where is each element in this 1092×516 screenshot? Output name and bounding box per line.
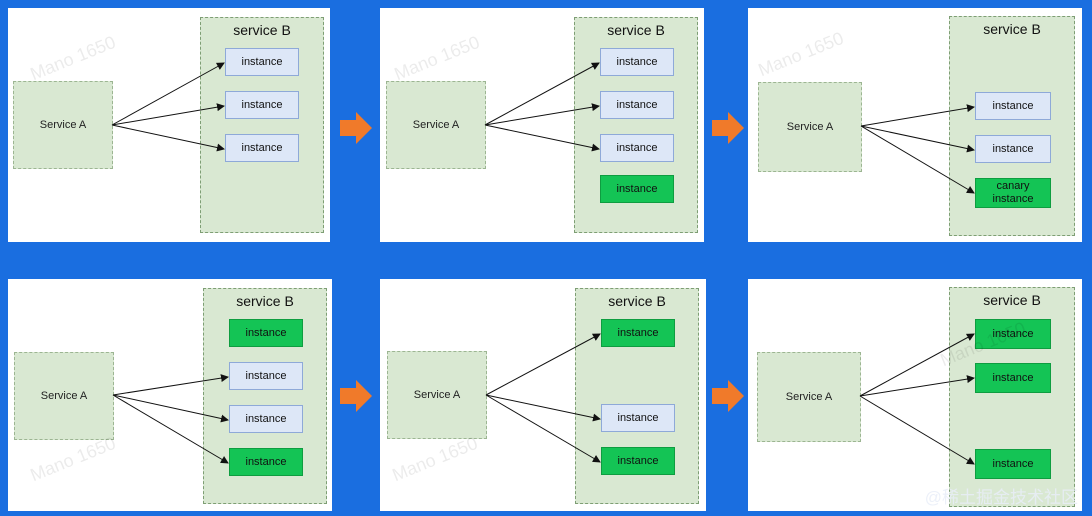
- service-a-label: Service A: [412, 119, 460, 131]
- service-a-box: Service A: [14, 352, 114, 440]
- instance-box: instance: [600, 48, 674, 76]
- new-version-instance-box: instance: [601, 319, 675, 347]
- service-a-label: Service A: [39, 119, 87, 131]
- service-b-title: service B: [983, 21, 1041, 37]
- instance-label: instance: [616, 55, 658, 68]
- instance-label: instance: [992, 457, 1034, 470]
- instance-box: instance: [600, 134, 674, 162]
- new-version-instance-box: instance: [601, 447, 675, 475]
- instance-label: instance: [245, 412, 287, 425]
- instance-label: instance: [617, 454, 659, 467]
- service-b-title: service B: [233, 22, 291, 38]
- step-panel-3: Service A service B instance instance ca…: [748, 8, 1082, 242]
- instance-label: instance: [616, 98, 658, 111]
- instance-label: instance: [245, 455, 287, 468]
- watermark: Mano 1650: [27, 432, 119, 486]
- step-panel-2: Service A service B instance instance in…: [380, 8, 704, 242]
- canary-instance-label: instance: [992, 193, 1034, 205]
- new-version-instance-box: instance: [975, 319, 1051, 349]
- instance-box: instance: [229, 405, 303, 433]
- instance-box: instance: [225, 134, 299, 162]
- step-panel-6: Service A service B instance instance in…: [748, 279, 1082, 511]
- step-panel-5: Service A service B instance instance in…: [380, 279, 706, 511]
- instance-box: instance: [225, 91, 299, 119]
- service-a-box: Service A: [387, 351, 487, 439]
- watermark: Mano 1650: [391, 31, 483, 85]
- service-a-label: Service A: [786, 121, 834, 133]
- new-version-instance-box: instance: [229, 448, 303, 476]
- transition-arrow-icon: [710, 110, 746, 146]
- service-a-label: Service A: [40, 390, 88, 402]
- instance-label: instance: [617, 411, 659, 424]
- new-version-instance-box: instance: [975, 449, 1051, 479]
- instance-label: instance: [616, 141, 658, 154]
- instance-label: instance: [616, 182, 658, 195]
- instance-label: instance: [245, 369, 287, 382]
- service-a-box: Service A: [757, 352, 861, 442]
- instance-label: instance: [992, 327, 1034, 340]
- service-b-title: service B: [983, 292, 1041, 308]
- watermark: Mano 1650: [389, 432, 481, 486]
- instance-label: instance: [241, 141, 283, 154]
- new-version-instance-box: instance: [229, 319, 303, 347]
- instance-box: instance: [600, 91, 674, 119]
- step-panel-1: Service A service B instance instance in…: [8, 8, 330, 242]
- step-panel-4: Service A service B instance instance in…: [8, 279, 332, 511]
- new-version-instance-box: instance: [600, 175, 674, 203]
- instance-box: instance: [601, 404, 675, 432]
- instance-label: instance: [241, 55, 283, 68]
- instance-label: instance: [992, 99, 1034, 112]
- transition-arrow-icon: [710, 378, 746, 414]
- instance-label: instance: [617, 326, 659, 339]
- service-a-box: Service A: [386, 81, 486, 169]
- canary-label: canary: [996, 180, 1030, 192]
- source-credit: @稀土掘金技术社区: [924, 488, 1078, 507]
- service-a-box: Service A: [13, 81, 113, 169]
- service-b-title: service B: [608, 293, 666, 309]
- transition-arrow-icon: [338, 378, 374, 414]
- canary-instance-box: canary instance: [975, 178, 1051, 208]
- service-a-label: Service A: [413, 389, 461, 401]
- instance-box: instance: [975, 92, 1051, 120]
- instance-box: instance: [229, 362, 303, 390]
- watermark: Mano 1650: [755, 27, 847, 81]
- new-version-instance-box: instance: [975, 363, 1051, 393]
- instance-box: instance: [225, 48, 299, 76]
- instance-label: instance: [241, 98, 283, 111]
- instance-label: instance: [992, 142, 1034, 155]
- instance-box: instance: [975, 135, 1051, 163]
- service-b-title: service B: [607, 22, 665, 38]
- instance-label: instance: [992, 371, 1034, 384]
- watermark: Mano 1650: [27, 31, 119, 85]
- transition-arrow-icon: [338, 110, 374, 146]
- service-a-label: Service A: [785, 391, 833, 403]
- service-a-box: Service A: [758, 82, 862, 172]
- service-b-title: service B: [236, 293, 294, 309]
- instance-label: instance: [245, 326, 287, 339]
